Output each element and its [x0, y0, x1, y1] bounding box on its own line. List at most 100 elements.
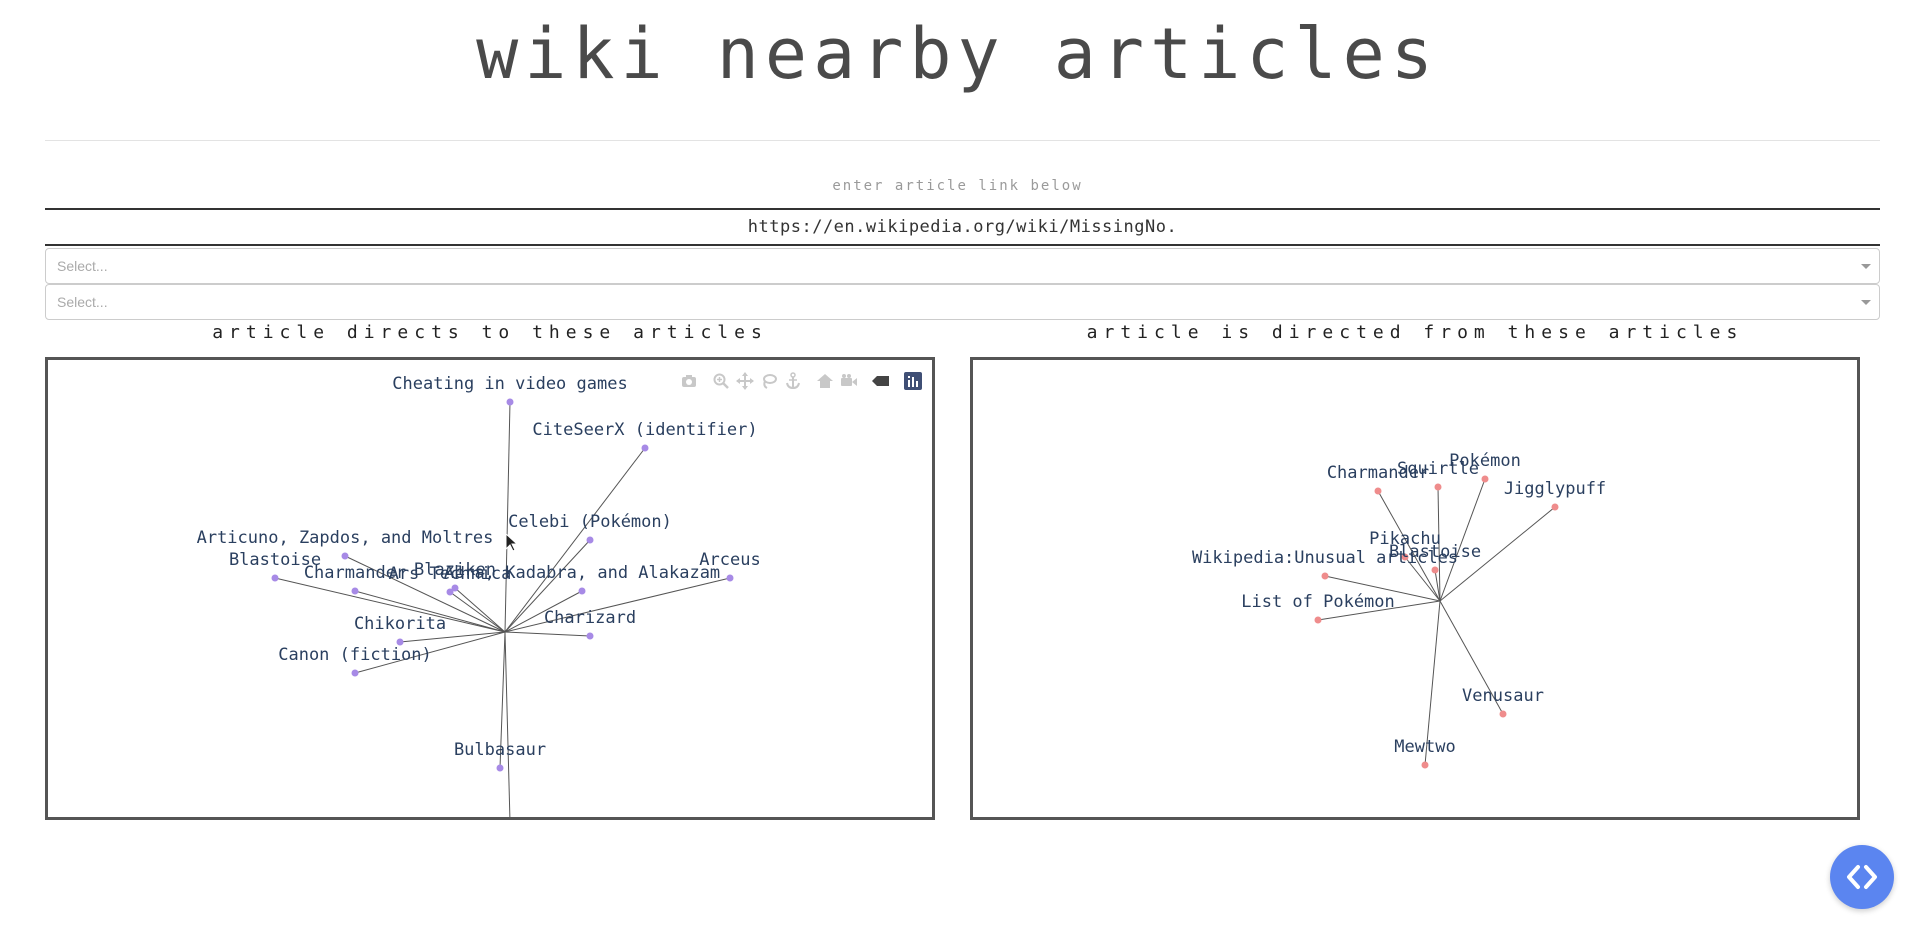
graph-edge	[1439, 478, 1486, 602]
graph-node[interactable]	[1551, 503, 1559, 511]
camera-video-icon[interactable]	[840, 372, 858, 390]
graph-edge	[1434, 569, 1441, 602]
anchor-icon[interactable]	[784, 372, 802, 390]
graph-node-label: Wikipedia:Unusual articles	[1192, 548, 1458, 568]
graph-node-label: Charmander	[304, 563, 406, 583]
graph-node[interactable]	[351, 669, 359, 677]
graph-node-label: Blaziken	[414, 560, 496, 580]
graph-edge	[499, 631, 506, 769]
graph-edge	[1404, 556, 1441, 602]
graph-node-label: Chikorita	[354, 614, 446, 634]
code-toggle-button[interactable]	[1830, 845, 1894, 909]
graph-edge	[449, 591, 506, 633]
zoom-icon[interactable]	[712, 372, 730, 390]
article-url-input[interactable]	[45, 208, 1880, 246]
graph-node[interactable]	[351, 587, 359, 595]
graph-edge	[354, 590, 506, 633]
graph-node-label: Arceus	[699, 550, 760, 570]
graph-edge	[504, 631, 511, 817]
graph-node-label: Pokémon	[1449, 451, 1521, 471]
graph-edge	[1424, 600, 1441, 766]
outgoing-links-title: article directs to these articles	[212, 322, 768, 343]
graph-node-label: Mewtwo	[1394, 737, 1455, 757]
graph-node[interactable]	[1431, 566, 1439, 574]
graph-edge	[354, 631, 506, 674]
page-title: wiki nearby articles	[476, 13, 1439, 95]
graph-node-label: Venusaur	[1462, 686, 1544, 706]
graph-edge	[1437, 486, 1441, 602]
graph-node-label: Charmander	[1327, 463, 1429, 483]
select-dropdown-1[interactable]: Select...	[45, 248, 1880, 284]
graph-node-label: Blastoise	[1389, 542, 1481, 562]
graph-edge	[504, 447, 646, 633]
graph-edge	[504, 577, 731, 633]
graph-edge	[1324, 575, 1441, 602]
chevron-down-icon[interactable]	[1861, 300, 1871, 305]
graph-edge	[504, 539, 591, 633]
graph-edge	[1439, 600, 1504, 715]
graph-node[interactable]	[446, 588, 454, 596]
graph-node[interactable]	[1374, 487, 1382, 495]
graph-node[interactable]	[451, 584, 459, 592]
graph-edge	[454, 587, 506, 633]
graph-node-label: Charizard	[544, 608, 636, 628]
graph-node-label: Jigglypuff	[1504, 479, 1606, 499]
graph-node-label: CiteSeerX (identifier)	[532, 420, 757, 440]
graph-node[interactable]	[726, 574, 734, 582]
graph-node[interactable]	[578, 587, 586, 595]
graph-node[interactable]	[1321, 572, 1329, 580]
graph-node[interactable]	[1401, 553, 1409, 561]
input-prompt-label: enter article link below	[832, 178, 1083, 194]
tag-icon[interactable]	[872, 372, 890, 390]
graph-edge	[1377, 490, 1441, 602]
graph-node[interactable]	[586, 632, 594, 640]
graph-edge	[1439, 506, 1556, 602]
graph-node[interactable]	[1499, 710, 1507, 718]
home-icon[interactable]	[816, 372, 834, 390]
graph-node-label: Bulbasaur	[454, 740, 546, 760]
chevron-down-icon[interactable]	[1861, 264, 1871, 269]
camera-icon[interactable]	[680, 372, 698, 390]
graph-node[interactable]	[1421, 761, 1429, 769]
graph-node[interactable]	[1434, 483, 1442, 491]
graph-edge	[1317, 600, 1441, 621]
pan-icon[interactable]	[736, 372, 754, 390]
graph-node[interactable]	[271, 574, 279, 582]
graph-modebar	[48, 360, 932, 400]
graph-node[interactable]	[1314, 616, 1322, 624]
divider	[45, 140, 1880, 141]
graph-edge	[504, 401, 511, 633]
code-brackets-icon	[1847, 865, 1877, 889]
graph-node[interactable]	[1481, 475, 1489, 483]
graph-node[interactable]	[586, 536, 594, 544]
graph-node-label: Pikachu	[1369, 529, 1441, 549]
graph-edge	[504, 590, 583, 633]
select-dropdown-2[interactable]: Select...	[45, 284, 1880, 320]
graph-node-label: Ars Technica	[389, 564, 512, 584]
plotly-logo-icon[interactable]	[904, 372, 922, 390]
incoming-graph-svg[interactable]: CharmanderSquirtlePokémonJigglypuffPikac…	[973, 360, 1857, 817]
lasso-icon[interactable]	[760, 372, 778, 390]
mouse-cursor-icon	[505, 532, 519, 556]
graph-node[interactable]	[341, 552, 349, 560]
dropdown-placeholder: Select...	[57, 258, 108, 274]
graph-node-label: Canon (fiction)	[278, 645, 432, 665]
graph-edge	[274, 577, 506, 633]
graph-edge	[504, 631, 591, 637]
graph-node[interactable]	[641, 444, 649, 452]
graph-node[interactable]	[496, 764, 504, 772]
incoming-links-title: article is directed from these articles	[1086, 322, 1744, 343]
graph-edge	[344, 555, 506, 633]
graph-node-label: Blastoise	[229, 550, 321, 570]
graph-edge	[399, 631, 506, 643]
graph-node-label: Articuno, Zapdos, and Moltres	[197, 528, 494, 548]
graph-node[interactable]	[506, 398, 514, 406]
graph-node[interactable]	[396, 638, 404, 646]
graph-node-label: Celebi (Pokémon)	[508, 512, 672, 532]
dropdown-placeholder: Select...	[57, 294, 108, 310]
graph-node-label: Abra, Kadabra, and Alakazam	[444, 563, 720, 583]
graph-node-label: Squirtle	[1397, 459, 1479, 479]
